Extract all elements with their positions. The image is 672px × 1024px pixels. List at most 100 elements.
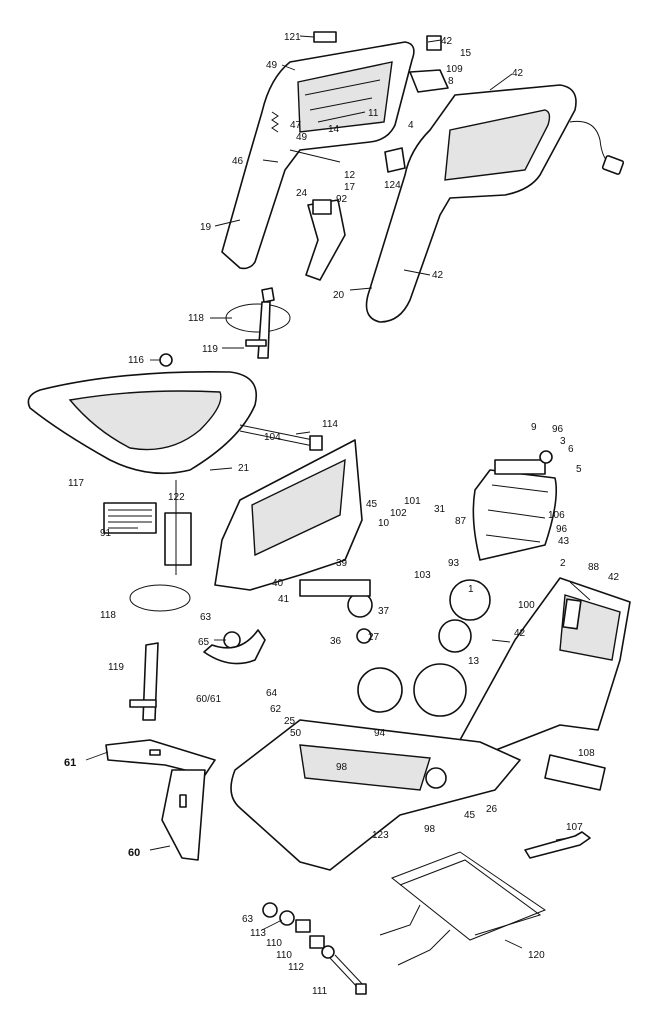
callout-64: 64 [266,688,278,699]
callout-94: 94 [374,728,386,739]
callout-116: 116 [128,355,144,366]
nut-36 [356,628,372,644]
knob-124 [384,147,406,173]
bracket-small-60-61 [203,629,266,665]
callout-26: 26 [486,804,498,815]
callout-108: 108 [578,748,595,759]
spacer-110b [309,935,325,949]
callout-93: 93 [448,558,460,569]
callout-6: 6 [568,444,574,455]
callout-60: 60 [128,847,140,859]
callout-110: 110 [266,938,282,949]
callout-40: 40 [272,578,284,589]
callout-24: 24 [296,188,308,199]
callout-92: 92 [336,194,348,205]
callout-98: 98 [424,824,436,835]
callout-25: 25 [284,716,296,727]
callout-101: 101 [404,496,421,507]
callout-20: 20 [333,290,345,301]
callout-43: 43 [558,536,570,547]
callout-118: 118 [100,610,116,621]
label-plate-91 [103,502,157,534]
gear-13 [413,663,467,717]
callout-123: 123 [372,830,389,841]
handle-clip-upper [159,287,291,367]
callout-2: 2 [560,558,566,569]
callout-17: 17 [344,182,356,193]
callout-42: 42 [432,270,444,281]
callout-50: 50 [290,728,302,739]
callout-114: 114 [322,419,338,430]
callout-103: 103 [414,570,431,581]
callout-5: 5 [576,464,582,475]
spacer-110a [295,919,311,933]
callout-8: 8 [448,76,454,87]
callout-21: 21 [238,463,250,474]
callout-1: 1 [468,584,474,595]
hardware-set [262,902,367,995]
lever-37 [299,579,371,597]
callout-91: 91 [100,528,112,539]
callout-109: 109 [446,64,463,75]
callout-104: 104 [264,432,281,443]
callout-60-61: 60/61 [196,694,221,705]
callout-42: 42 [512,68,524,79]
callout-113: 113 [250,928,266,939]
callout-118: 118 [188,313,204,324]
bolt-111 [355,983,367,995]
callout-119: 119 [108,662,124,673]
callout-39: 39 [336,558,348,569]
callout-19: 19 [200,222,212,233]
lock-part-92 [312,199,332,215]
bracket-60-61 [105,739,216,861]
callout-42: 42 [514,628,526,639]
callout-102: 102 [390,508,407,519]
callout-9: 9 [531,422,537,433]
gear-1 [449,579,491,621]
trigger-24 [305,199,346,281]
callout-122: 122 [168,492,185,503]
callout-112: 112 [288,962,304,973]
wrench-107 [524,831,591,859]
upper-handle-assembly [221,31,625,323]
label-121 [313,31,337,43]
callout-117: 117 [68,478,84,489]
callout-37: 37 [378,606,390,617]
callout-45: 45 [464,810,476,821]
motor-106 [472,450,558,561]
callout-62: 62 [270,704,282,715]
callout-42: 42 [441,36,453,47]
callout-3: 3 [560,436,566,447]
leader-lines [85,35,591,949]
callout-41: 41 [278,594,290,605]
label-108 [544,754,606,791]
nut-116 [159,353,173,367]
callout-87: 87 [455,516,467,527]
callout-45: 45 [366,499,378,510]
callout-36: 36 [330,636,342,647]
callout-12: 12 [344,170,356,181]
callout-11: 11 [368,108,379,119]
callout-63: 63 [242,914,254,925]
handle-top-cap [409,69,449,93]
callout-110: 110 [276,950,292,961]
callout-61: 61 [64,757,76,769]
callout-31: 31 [434,504,446,515]
bolt-114 [239,424,323,451]
callout-106: 106 [548,510,565,521]
callout-15: 15 [460,48,472,59]
callout-27: 27 [368,632,380,643]
washer-112 [321,945,335,959]
callout-46: 46 [232,156,244,167]
nut-63 [262,902,278,918]
gear-plate [357,667,403,713]
switch-cavity [297,61,393,133]
callout-96: 96 [552,424,564,435]
wire-stand-120 [379,851,547,966]
callout-47: 47 [290,120,302,131]
switch-part-15 [426,35,442,51]
callout-107: 107 [566,822,583,833]
callout-119: 119 [202,344,218,355]
callout-10: 10 [378,518,390,529]
